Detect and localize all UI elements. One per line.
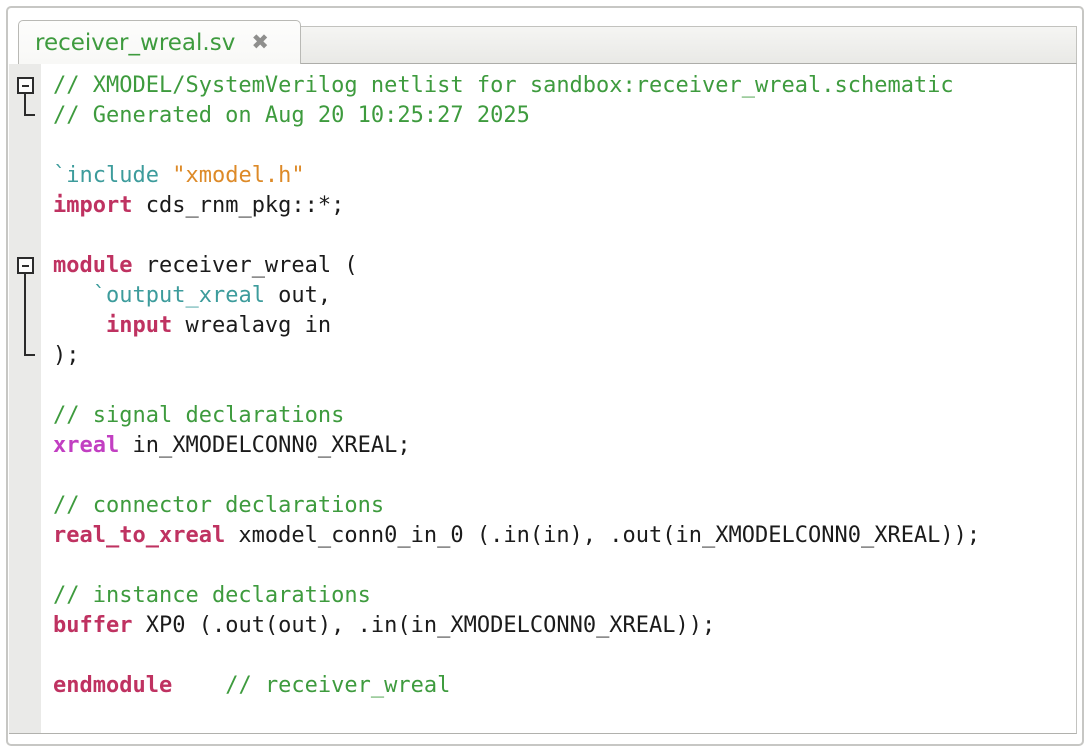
code-line: // connector declarations	[53, 493, 385, 518]
code-line	[53, 221, 1075, 251]
tab-receiver-wreal-sv[interactable]: receiver_wreal.sv ✖	[18, 20, 301, 64]
code-line: xreal in_XMODELCONN0_XREAL;	[53, 433, 411, 458]
code-line: // XMODEL/SystemVerilog netlist for sand…	[53, 73, 954, 98]
code-line	[53, 131, 1075, 161]
code-editor: receiver_wreal.sv ✖ // XMODEL/SystemVeri…	[9, 20, 1077, 734]
minus-icon	[22, 84, 29, 87]
screenshot-frame: receiver_wreal.sv ✖ // XMODEL/SystemVeri…	[6, 6, 1084, 746]
fold-collapse-icon[interactable]	[17, 77, 34, 94]
minus-icon	[22, 264, 29, 267]
tab-bar: receiver_wreal.sv ✖	[9, 20, 1077, 64]
code-line	[53, 551, 1075, 581]
code-line: // signal declarations	[53, 403, 345, 428]
code-line: // Generated on Aug 20 10:25:27 2025	[53, 103, 530, 128]
code-line: module receiver_wreal (	[53, 253, 358, 278]
code-line: real_to_xreal xmodel_conn0_in_0 (.in(in)…	[53, 523, 981, 548]
code-line: );	[53, 343, 80, 368]
tab-bar-empty-area	[301, 26, 1077, 64]
code-line: `output_xreal out,	[92, 283, 332, 308]
code-line: input wrealavg in	[105, 313, 332, 338]
code-line: buffer XP0 (.out(out), .in(in_XMODELCONN…	[53, 613, 716, 638]
code-line: `include "xmodel.h"	[53, 163, 305, 188]
tab-label: receiver_wreal.sv	[35, 29, 236, 56]
code-line	[53, 371, 1075, 401]
code-line	[53, 461, 1075, 491]
fold-gutter	[9, 64, 41, 733]
code-line	[53, 641, 1075, 671]
code-area[interactable]: // XMODEL/SystemVerilog netlist for sand…	[41, 71, 1075, 733]
editor-content: // XMODEL/SystemVerilog netlist for sand…	[9, 64, 1077, 734]
fold-collapse-icon[interactable]	[17, 257, 34, 274]
code-line: // instance declarations	[53, 583, 371, 608]
code-line: endmodule // receiver_wreal	[53, 673, 451, 698]
code-line: import cds_rnm_pkg::*;	[53, 193, 345, 218]
tab-close-icon[interactable]: ✖	[251, 30, 269, 54]
